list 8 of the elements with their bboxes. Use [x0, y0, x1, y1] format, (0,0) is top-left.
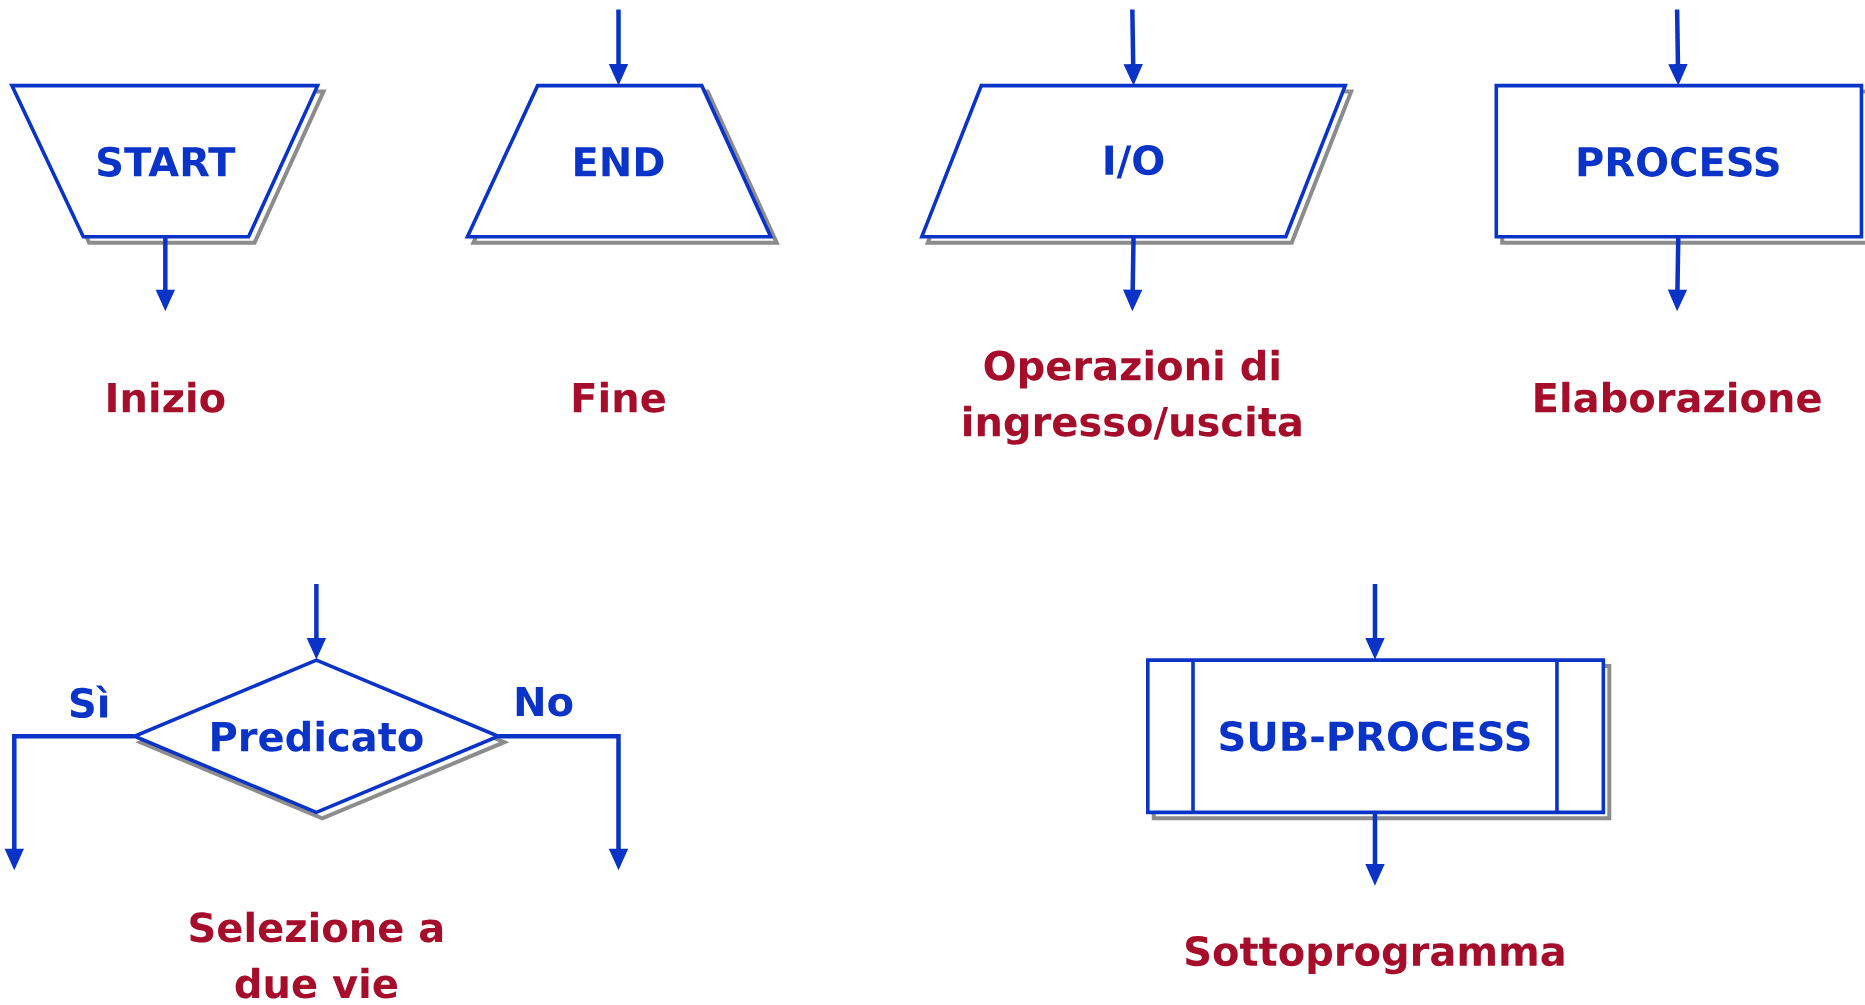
caption: Fine: [573, 381, 665, 413]
edge-label: No: [512, 685, 576, 718]
caption: Inizio: [108, 381, 225, 413]
caption: Operazioni di ingresso/uscita: [964, 349, 1301, 445]
caption: Elaborazione: [1535, 381, 1821, 413]
edge-label: Sì: [66, 684, 112, 719]
caption: Selezione a due vie: [190, 911, 443, 999]
caption: Sottoprogramma: [1186, 935, 1564, 975]
